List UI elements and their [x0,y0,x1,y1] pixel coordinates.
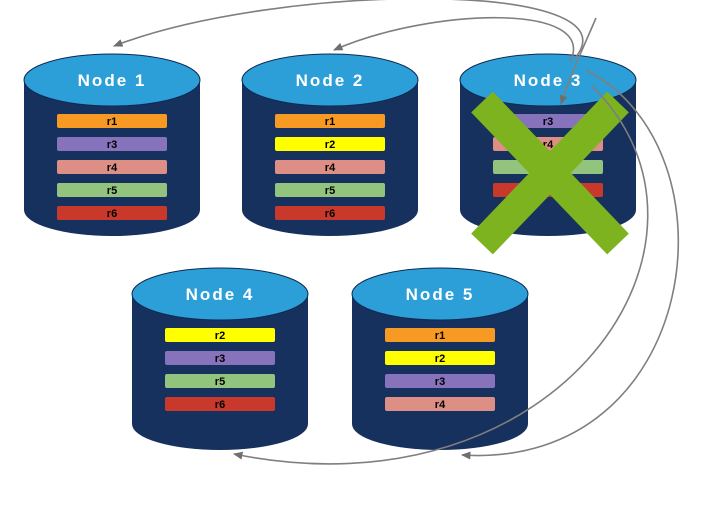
cylinder-top [459,53,637,107]
replica-bar-r5 [165,374,275,388]
replica-bar-r5 [275,183,385,197]
arrow-node-3-to-node-3 [559,17,597,105]
replica-label-r1: r1 [435,330,445,342]
arrow-node-3-to-node-2 [333,16,574,63]
node-label: Node 5 [406,285,475,304]
replica-bar-r6 [57,206,167,220]
replica-label-r2: r2 [325,139,335,151]
replica-bar-r2 [165,328,275,342]
replica-bar-r4 [57,160,167,174]
node-1: Node 1 r1 r3 r4 r5 r6 [23,53,201,236]
replica-label-r6: r6 [325,208,335,220]
replica-label-r1: r1 [107,116,117,128]
node-4: Node 4 r2 r3 r5 r6 [131,267,309,450]
node-label: Node 4 [186,285,255,304]
replica-bar-r3 [385,374,495,388]
replica-label-r3: r3 [215,353,225,365]
replica-bar-r6 [165,397,275,411]
arrow-node-3-to-node-1 [113,0,584,59]
replica-bar-r1 [385,328,495,342]
replica-bar-r1 [275,114,385,128]
failure-x-mark [471,91,629,255]
replica-label-r3: r3 [543,116,553,128]
node-label: Node 3 [514,71,583,90]
replica-label-r3: r3 [107,139,117,151]
cylinder-top [23,53,201,107]
replica-bar-r1 [57,114,167,128]
replica-bar-r3 [165,351,275,365]
x-stroke-2 [471,91,629,255]
replica-bar-r4 [385,397,495,411]
arrow-node-3-to-node-4 [233,85,649,465]
replica-label-r4: r4 [543,139,554,151]
replica-bar-r5 [57,183,167,197]
replica-label-r3: r3 [435,376,445,388]
replica-label-r2: r2 [215,330,225,342]
replica-label-r4: r4 [435,399,446,411]
replica-bar-r2 [275,137,385,151]
replica-label-r4: r4 [325,162,336,174]
cylinder-top [131,267,309,321]
replica-label-r5: r5 [325,185,335,197]
cylinder-top [351,267,529,321]
node-5: Node 5 r1 r2 r3 r4 [351,267,529,450]
node-3: Node 3r3r4r5r6 [459,53,637,255]
replica-label-r4: r4 [107,162,118,174]
replica-bar-r4 [275,160,385,174]
cylinder-top [241,53,419,107]
replica-bar-r2 [385,351,495,365]
node-label: Node 2 [296,71,365,90]
replica-bar-r3 [57,137,167,151]
replica-label-r1: r1 [325,116,335,128]
nodes-layer: Node 1 r1 r3 r4 r5 r6 Node 2 r1 r2 r4 r5 r6 Node 3 r3… [23,53,637,450]
replica-label-r5: r5 [107,185,117,197]
replica-label-r5: r5 [215,376,225,388]
replica-label-r6: r6 [215,399,225,411]
replica-label-r2: r2 [435,353,445,365]
arrows-layer [113,0,680,465]
replica-bar-r6 [275,206,385,220]
node-label: Node 1 [78,71,147,90]
node-2: Node 2 r1 r2 r4 r5 r6 [241,53,419,236]
arrow-node-3-to-node-5 [461,69,680,460]
replica-label-r6: r6 [107,208,117,220]
